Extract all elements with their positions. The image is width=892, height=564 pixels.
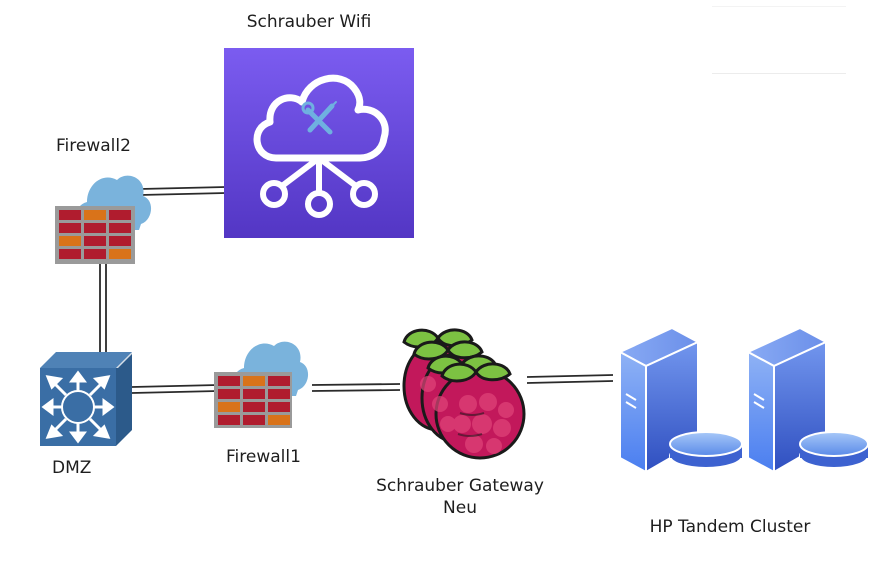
link-firewall1-gateway <box>311 383 401 392</box>
tools-icon <box>301 101 337 135</box>
schrauber-wifi-node[interactable] <box>224 48 414 238</box>
firewall2-node[interactable] <box>55 170 153 265</box>
firewall2-label: Firewall2 <box>56 136 131 156</box>
cloud-tools-icon <box>224 48 414 238</box>
server-cluster-icon <box>617 326 868 474</box>
server-2 <box>745 326 868 474</box>
network-switch-icon <box>40 352 132 446</box>
gateway-node[interactable] <box>398 324 528 460</box>
tandem-cluster-label: HP Tandem Cluster <box>649 517 811 537</box>
dmz-node[interactable] <box>40 352 134 448</box>
firewall1-label: Firewall1 <box>226 447 301 467</box>
firewall-cloud-icon <box>214 341 309 428</box>
server-1 <box>617 326 743 474</box>
gateway-label-line2: Neu <box>443 498 477 518</box>
firewall-cloud-icon <box>55 175 152 264</box>
link-dmz-firewall1 <box>131 384 219 394</box>
raspberry-pi-icon <box>402 328 526 460</box>
link-gateway-tandem <box>526 374 614 384</box>
link-firewall2-wifi <box>139 186 227 196</box>
faint-box-artifact <box>712 6 846 74</box>
schrauber-wifi-label: Schrauber Wifi <box>246 12 372 32</box>
firewall1-node[interactable] <box>212 336 310 431</box>
tandem-cluster-node[interactable] <box>616 324 868 476</box>
gateway-label-line1: Schrauber Gateway <box>376 476 544 496</box>
link-firewall2-dmz <box>99 262 107 352</box>
dmz-label: DMZ <box>52 458 92 478</box>
